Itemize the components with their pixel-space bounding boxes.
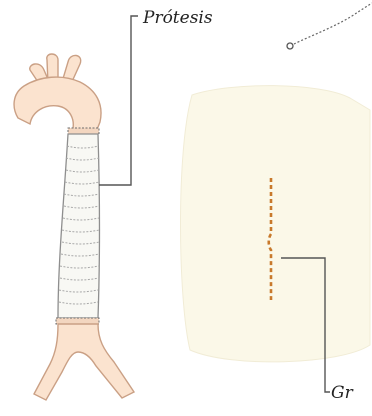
proximal-anastomosis (68, 128, 99, 134)
graft-label-partial: Gr (331, 383, 353, 403)
aortic-arch (14, 54, 101, 132)
dotted-pointer-line (294, 3, 372, 44)
torso-silhouette (181, 86, 371, 362)
protesis-leader-line (99, 16, 138, 185)
prosthesis-graft (58, 134, 100, 318)
pointer-origin-dot (287, 43, 293, 49)
protesis-label: Prótesis (143, 8, 213, 28)
distal-anastomosis (56, 318, 99, 324)
iliac-bifurcation (34, 324, 134, 400)
